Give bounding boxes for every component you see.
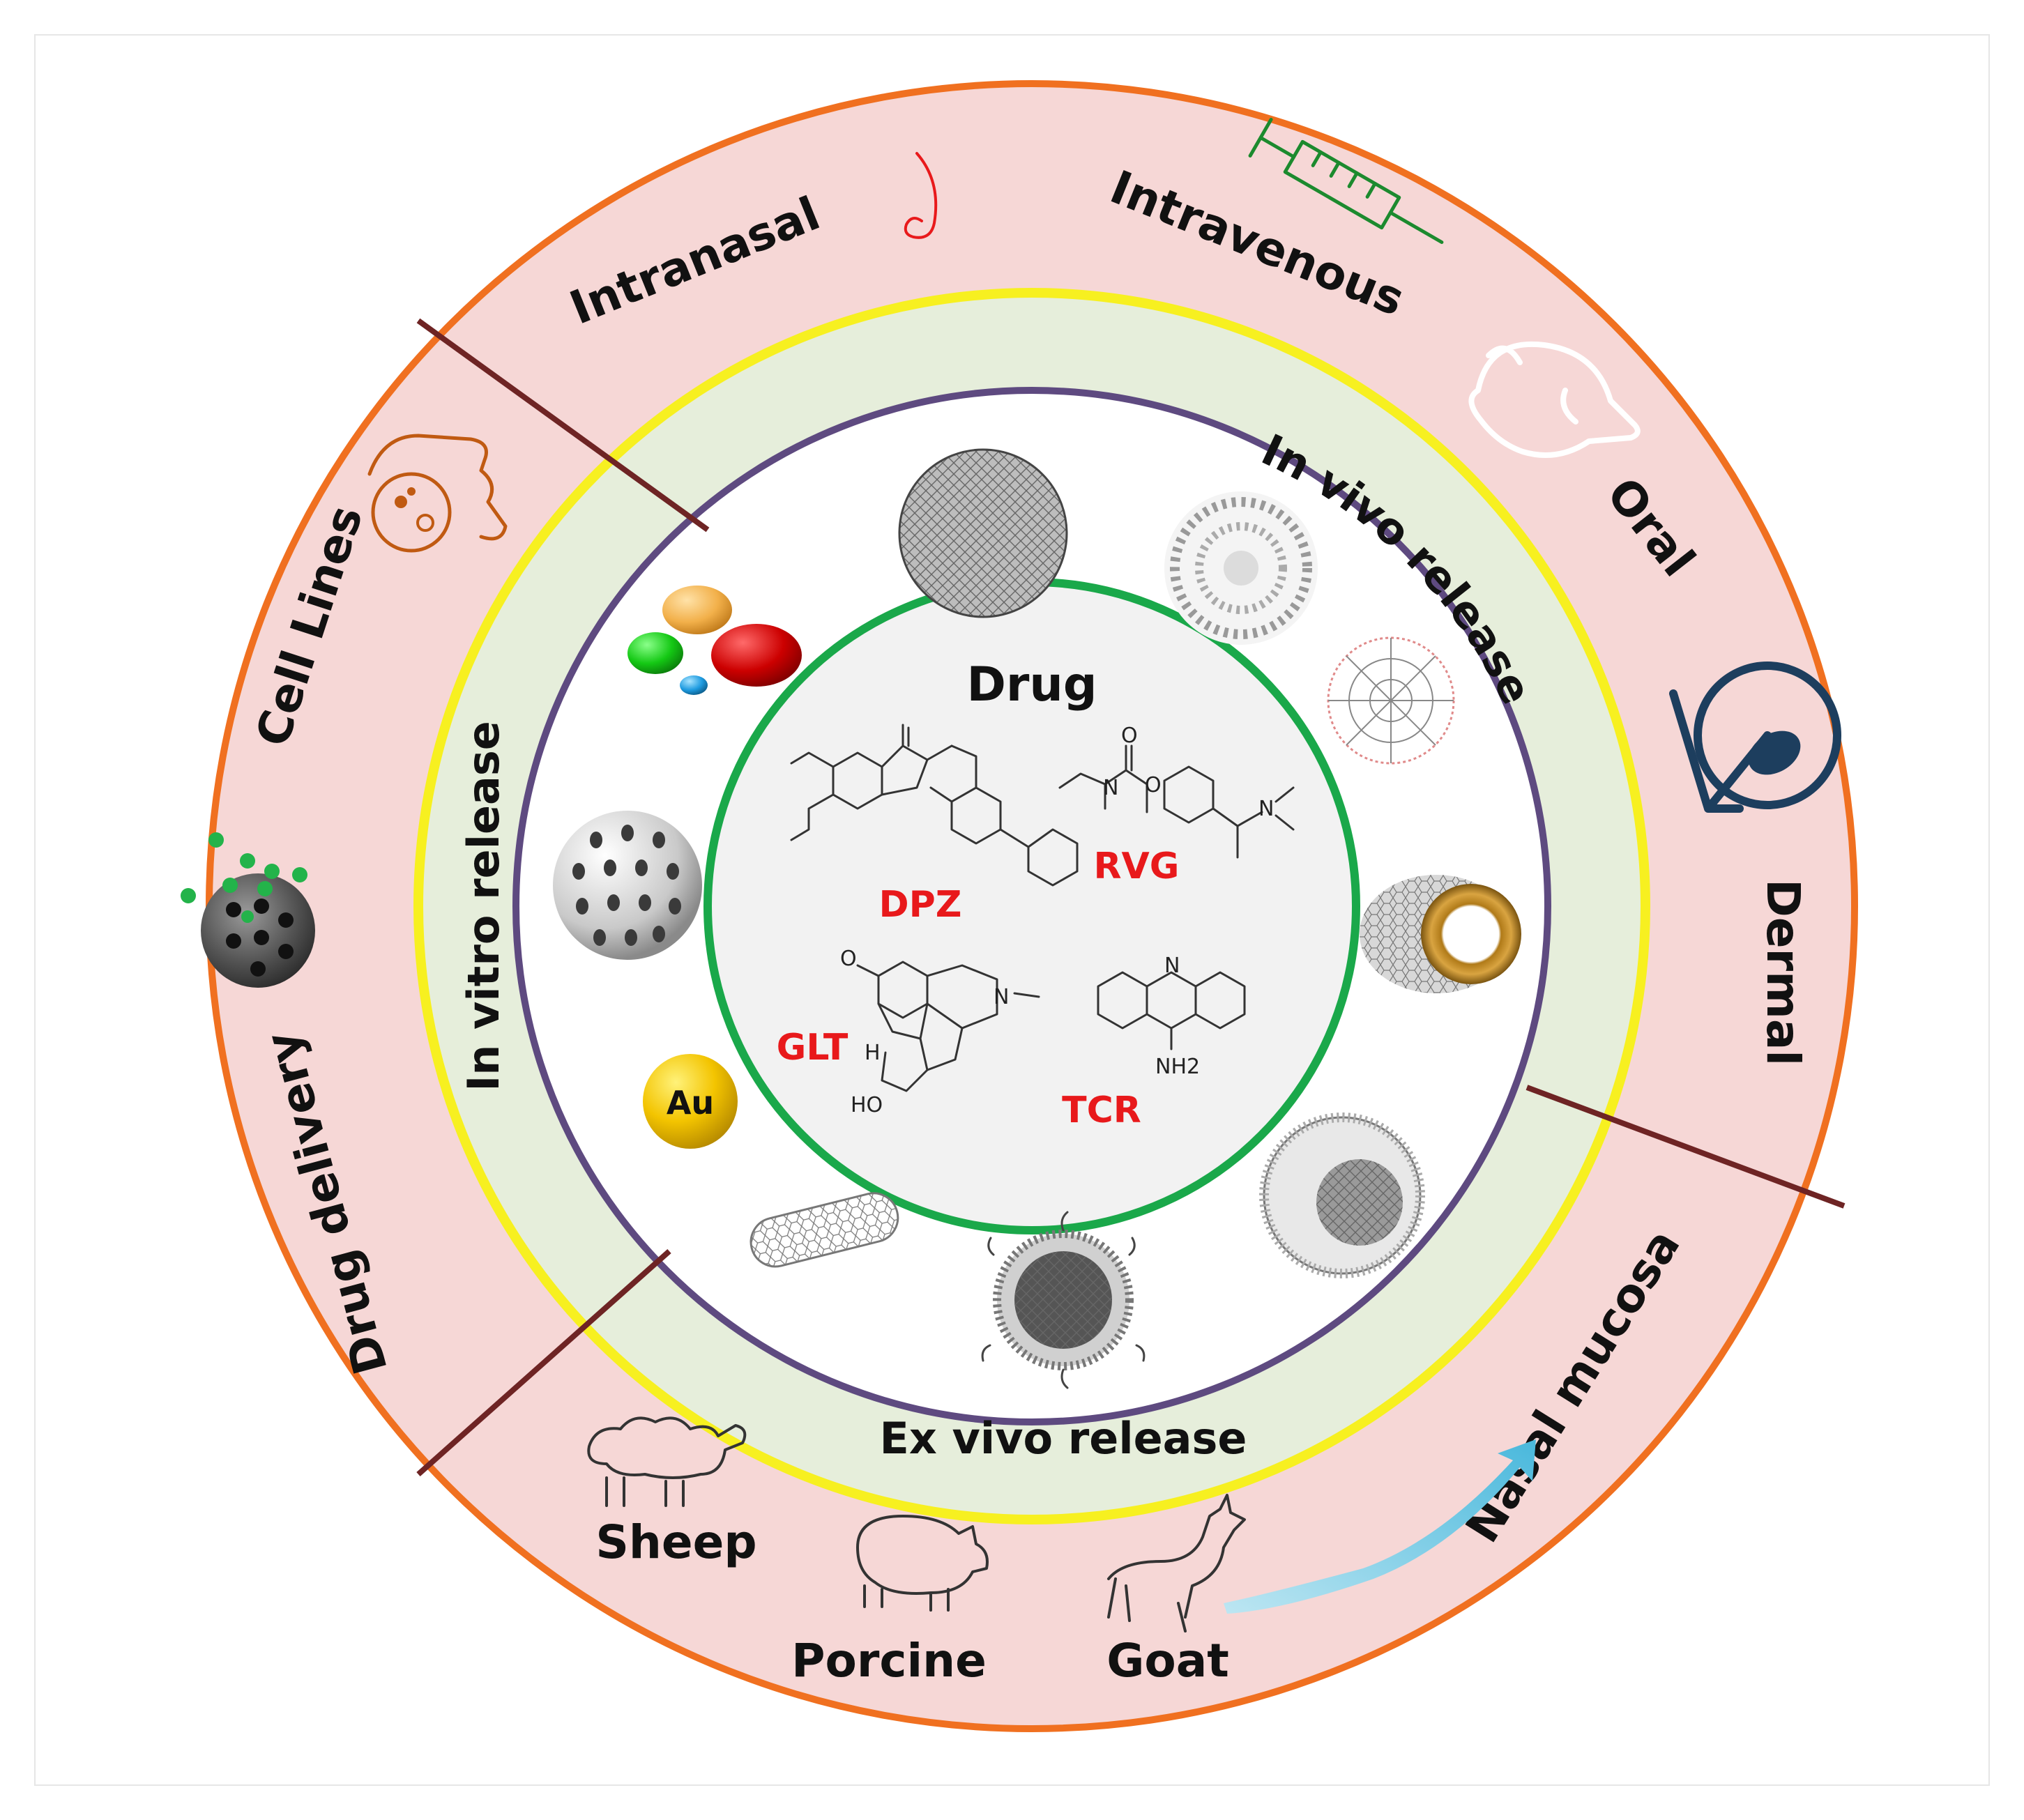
gold-label: Au (667, 1084, 714, 1122)
porous-particle-icon (181, 832, 315, 988)
svg-text:N: N (1164, 954, 1180, 978)
drug-label-dpz: DPZ (879, 884, 962, 926)
sector-dividers (416, 318, 1846, 1476)
label-dermal: Dermal (1756, 879, 1810, 1066)
rvg-structure: N O O N (1058, 724, 1295, 859)
nanocarrier-dendrimer (1327, 636, 1455, 765)
svg-text:NH2: NH2 (1155, 1055, 1200, 1079)
nanocarrier-carbon-nanotube (750, 1192, 899, 1268)
glt-structure: N H HO O (840, 947, 1040, 1117)
pig-icon (856, 1515, 989, 1612)
svg-text:O: O (1145, 773, 1162, 797)
nanocarrier-polymeric-sphere (898, 448, 1068, 618)
label-in-vitro-release: In vitro release (458, 721, 509, 1092)
svg-text:H: H (865, 1041, 881, 1065)
svg-text:N: N (994, 985, 1009, 1009)
cell-culture-hand-icon (367, 434, 508, 553)
nanocarrier-lipid-coated-particle (1259, 1112, 1425, 1278)
nanocarrier-gold-nanoparticle: Au (643, 1054, 738, 1149)
syringe-icon (1248, 118, 1444, 244)
svg-text:N: N (1258, 797, 1274, 821)
drug-label-tcr: TCR (1062, 1089, 1141, 1131)
nanocarrier-peg-coated-particle (981, 1211, 1146, 1389)
label-goat: Goat (1106, 1634, 1229, 1688)
nanocarrier-liposome (1360, 875, 1521, 993)
divider-invivo-invitro (416, 318, 710, 533)
center-title: Drug (966, 657, 1097, 712)
nanocarrier-mesoporous-silica (553, 811, 702, 960)
sheep-icon (587, 1416, 747, 1507)
svg-text:O: O (840, 947, 857, 971)
tcr-structure: N NH2 (1097, 954, 1246, 1079)
label-porcine: Porcine (791, 1634, 987, 1688)
divider-invitro-exvivo (416, 1249, 671, 1476)
nanocarrier-emulsion-droplets (627, 586, 802, 695)
drug-label-glt: GLT (777, 1027, 849, 1069)
goat-icon (1107, 1494, 1246, 1632)
curved-arrow-icon (1224, 1439, 1536, 1614)
divider-invivo-exvivo (1525, 1085, 1846, 1209)
svg-text:HO: HO (851, 1093, 883, 1117)
nanocarrier-micelle-cluster (1164, 491, 1318, 645)
dpz-structure (790, 724, 1079, 887)
figure-frame (34, 34, 1990, 1786)
nose-icon (904, 152, 938, 239)
label-sheep: Sheep (595, 1515, 756, 1569)
label-ex-vivo-release: Ex vivo release (880, 1413, 1247, 1464)
svg-text:O: O (1121, 724, 1138, 748)
rat-icon (1468, 341, 1641, 458)
drug-label-rvg: RVG (1094, 846, 1180, 887)
mouse-wheel-icon (1669, 662, 1841, 813)
svg-text:N: N (1103, 776, 1118, 800)
